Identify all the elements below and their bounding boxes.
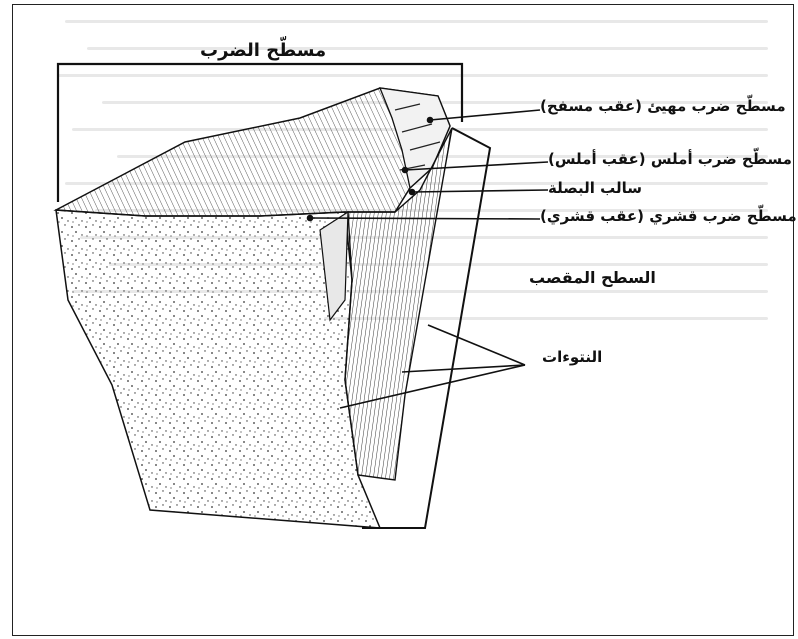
label-cortical-platform: مسطّح ضرب قشري (عقب قشري)	[540, 209, 797, 224]
label-negative-bulb: سالب البصلة	[548, 181, 642, 196]
label-crushed-platform: مسطّح ضرب مهيئ (عقب مسفح)	[540, 99, 786, 114]
label-plain-platform: مسطّح ضرب أملس (عقب أملس)	[548, 152, 792, 167]
label-striking-platform: مسطّح الضرب	[200, 42, 326, 60]
pointer-crushed	[430, 110, 540, 120]
pointer-ripple-1	[428, 325, 525, 365]
label-concave-surface: السطح المقصب	[529, 270, 656, 286]
label-ripples: النتوءات	[542, 350, 602, 365]
pointer-cortex	[310, 218, 540, 219]
